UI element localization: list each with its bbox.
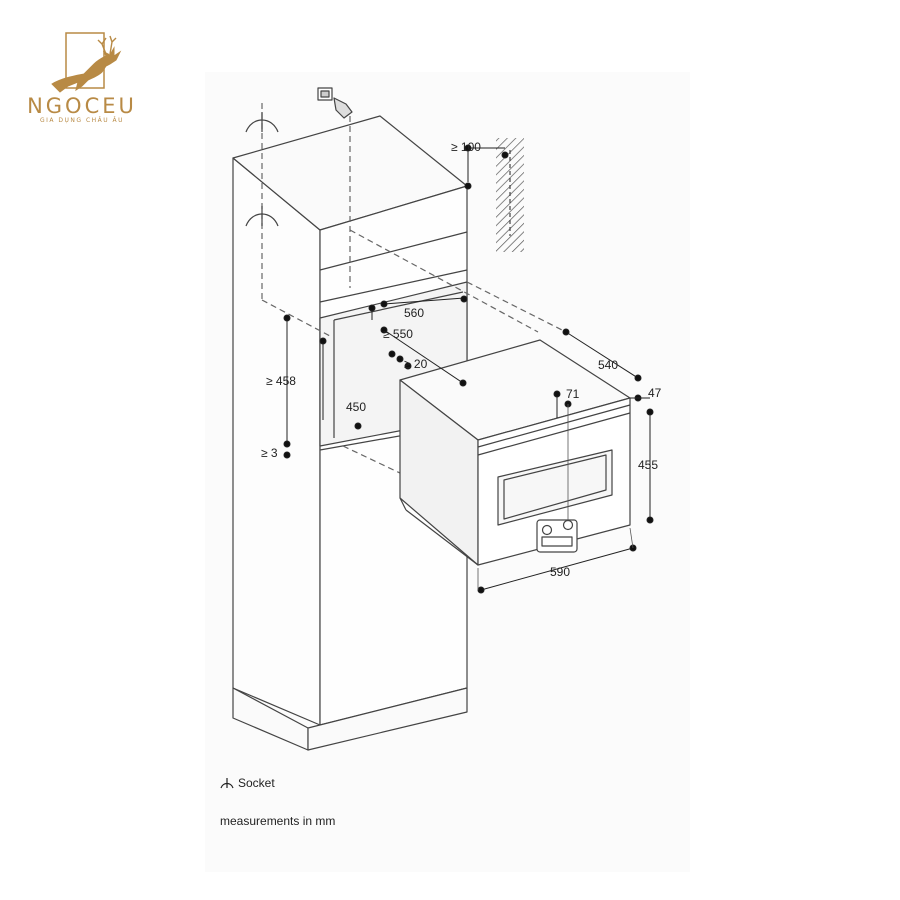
dim-niche-width: 560 bbox=[404, 306, 424, 320]
dim-top-clearance: ≥ 100 bbox=[451, 140, 481, 154]
dim-appliance-width: 590 bbox=[550, 565, 570, 579]
brand-logo bbox=[18, 30, 148, 130]
socket-legend-icon bbox=[220, 778, 234, 789]
socket-symbol-icon bbox=[245, 112, 279, 227]
deer-logo-icon bbox=[51, 32, 122, 93]
dim-appliance-height: 455 bbox=[638, 458, 658, 472]
dim-niche-depth: ≥ 550 bbox=[383, 327, 413, 341]
legend-units-note: measurements in mm bbox=[220, 814, 336, 828]
dim-niche-height: ≥ 458 bbox=[266, 374, 296, 388]
dim-appliance-depth: 540 bbox=[598, 358, 618, 372]
dim-rear-gap: ≥ 20 bbox=[404, 357, 428, 371]
oven-appliance bbox=[399, 339, 631, 566]
legend-socket-label: Socket bbox=[238, 776, 275, 790]
dimension-lines bbox=[283, 144, 654, 594]
dim-panel-offset: 47 bbox=[648, 386, 662, 400]
plug-icon bbox=[317, 87, 353, 119]
dim-bottom-gap: ≥ 3 bbox=[261, 446, 278, 460]
brand-tagline: GIA DỤNG CHÂU ÂU bbox=[39, 117, 125, 124]
brand-name: NGOCEU bbox=[27, 94, 137, 118]
dim-inner-depth: 450 bbox=[346, 400, 366, 414]
dim-control-offset: 71 bbox=[566, 387, 580, 401]
legend-socket: Socket bbox=[220, 776, 275, 790]
